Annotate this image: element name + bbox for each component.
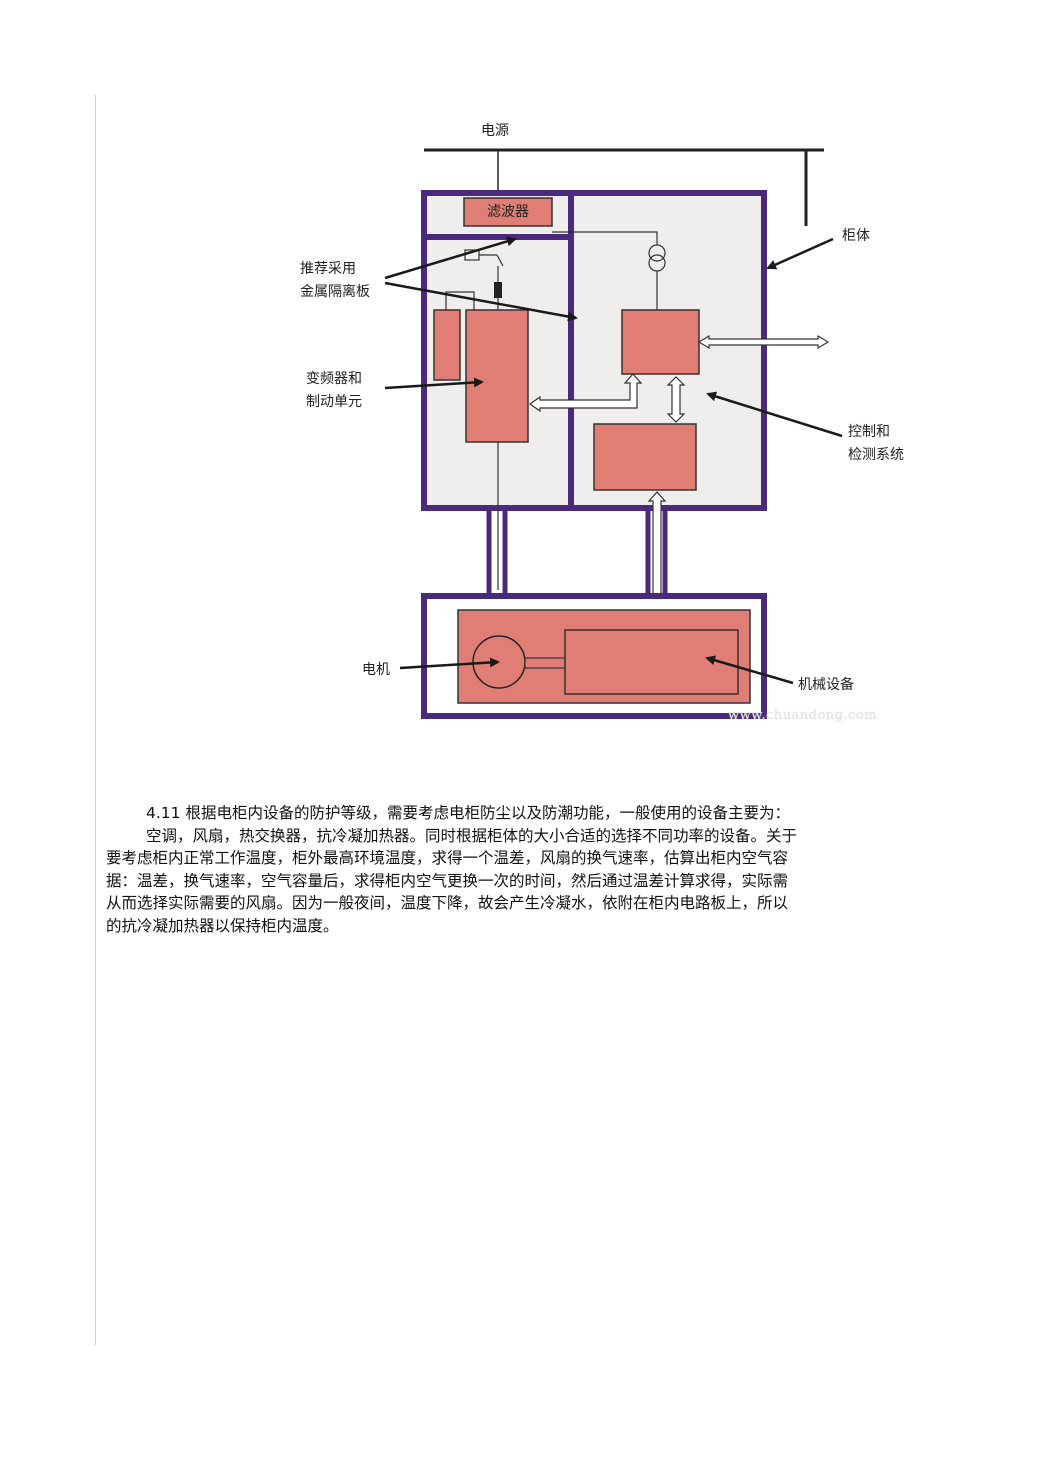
power-label: 电源 [481,123,509,139]
page-margin-line [95,95,96,1345]
control-label-line1: 控制和 [848,424,890,440]
cabinet-diagram-svg [384,148,843,719]
paragraph-line: 的抗冷凝加热器以保持柜内温度。 [106,916,339,935]
controller-block [621,309,700,375]
filter-block [463,197,553,227]
metal-plate-label-line1: 推荐采用 [300,261,356,277]
paragraph-line: 4.11 根据电柜内设备的防护等级，需要考虑电柜防尘以及防潮功能，一般使用的设备… [146,804,790,822]
body-text: 4.11 根据电柜内设备的防护等级，需要考虑电柜防尘以及防潮功能，一般使用的设备… [106,802,948,937]
braking-resistor-block [433,309,461,381]
paragraph-line: 据：温差，换气速率，空气容量后，求得柜内空气更换一次的时间，然后通过温差计算求得… [106,871,789,890]
paragraph-line: 要考虑柜内正常工作温度，柜外最高环境温度，求得一个温差，风扇的换气速率，估算出柜… [106,849,789,867]
machine-equipment [564,629,739,695]
motor-label: 电机 [362,662,390,678]
signal-arrows [528,334,830,618]
metal-plate-label-line2: 金属隔离板 [300,284,370,300]
fuse [494,282,502,298]
control-label-line2: 检测系统 [848,447,904,463]
cabinet-label: 柜体 [842,228,870,244]
cabinet-machine-links [486,508,668,596]
paragraph-line: 从而选择实际需要的风扇。因为一般夜间，温度下降，故会产生冷凝水，依附在柜内电路板… [106,894,789,912]
inverter-block [465,309,529,443]
callout-arrows [384,236,843,685]
cabinet-diagram: 电源 滤波器 柜体 推荐采用 金属隔离板 变频器和 制动单元 控制和 检测系统 … [300,123,904,723]
detection-block [593,423,697,491]
inverter-label-line2: 制动单元 [306,394,362,410]
paragraph-line: 空调，风扇，热交换器，抗冷凝加热器。同时根据柜体的大小合适的选择不同功率的设备。… [146,826,798,845]
watermark: www.chuandong.com [728,708,878,723]
internal-wiring [445,231,666,590]
machine-label: 机械设备 [798,677,854,693]
shaft [524,657,566,669]
inverter-label-line1: 变频器和 [306,371,362,387]
filter-label: 滤波器 [487,204,529,220]
